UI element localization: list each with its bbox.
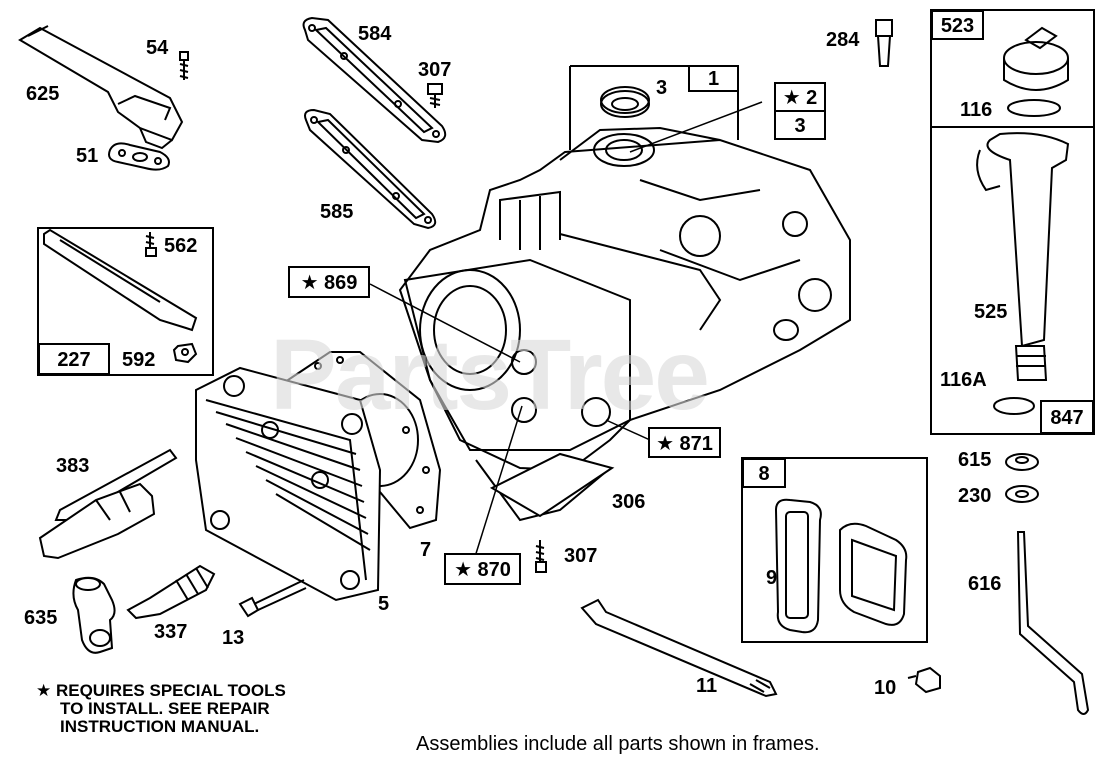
callout-5: 5 [378,593,390,615]
callout-615: 615 [958,449,992,471]
part-10-screw [907,666,941,694]
part-51-gasket [108,142,170,171]
callout-116a: 116A [940,369,987,391]
part-625-tube [18,25,184,150]
part-592-nut [172,342,198,364]
part-9-gasket [774,498,822,634]
callout-592: 592 [122,349,156,371]
part-5-cylinder-head [195,366,382,602]
callout-306: 306 [612,491,646,513]
frame-label-227: 227 [38,343,110,375]
part-breather-cover [839,522,908,626]
callout-307-bottom: 307 [564,545,598,567]
callout-54: 54 [146,37,169,59]
part-13-bolt [238,579,307,618]
part-284-fitting [875,19,893,67]
callout-11: 11 [696,675,718,697]
part-3-oil-seal [600,86,650,118]
special-tools-note-line2: TO INSTALL. SEE REPAIR [60,699,270,718]
part-562-bolt [145,232,157,257]
callout-584: 584 [358,23,392,45]
callout-116: 116 [960,99,993,121]
part-383-spark-plug-wrench [38,448,178,560]
frame-8 [741,457,928,643]
watermark: PartsTree [270,319,710,431]
part-307-screw-bottom [535,540,547,573]
part-11-rod [580,598,778,698]
callout-230: 230 [958,485,992,507]
part-635-spark-plug-boot [72,576,116,654]
callout-10: 10 [874,677,897,699]
part-116-o-ring [1007,99,1061,117]
part-337-spark-plug [126,564,216,620]
callout-870: ★ 870 [444,553,521,585]
part-54-screw [179,51,189,80]
frame-label-2: ★ 2 [774,82,826,112]
footer-caption: Assemblies include all parts shown in fr… [416,733,820,755]
frame-label-523: 523 [931,10,984,40]
callout-9: 9 [766,567,778,589]
callout-284: 284 [826,29,860,51]
callout-3-seal: 3 [656,77,668,99]
part-governor-lever [43,228,198,332]
callout-13: 13 [222,627,245,649]
callout-7: 7 [420,539,432,561]
part-615-nut [1005,453,1039,471]
callout-869: ★ 869 [288,266,370,298]
callout-871: ★ 871 [648,427,721,458]
special-tools-note-line3: INSTRUCTION MANUAL. [60,717,260,736]
special-tools-note-line1: ★ REQUIRES SPECIAL TOOLS [36,681,286,700]
part-523-cap [1003,26,1069,91]
leader-lines [369,101,763,561]
frame-dipstick [930,9,1095,435]
callout-616: 616 [968,573,1002,595]
part-585-gasket [304,108,437,230]
callout-307-top: 307 [418,59,452,81]
frame-label-847: 847 [1040,400,1094,434]
part-116a-o-ring [993,345,1048,415]
callout-337: 337 [154,621,188,643]
callout-525: 525 [974,301,1008,323]
callout-635: 635 [24,607,58,629]
part-584-gasket [302,16,447,144]
callout-625: 625 [26,83,60,105]
callout-383: 383 [56,455,90,477]
part-306-gasket [489,452,615,518]
callout-51: 51 [76,145,99,167]
frame-label-1: 1 [688,65,739,92]
callout-562: 562 [164,235,198,257]
part-525-tube [976,132,1070,348]
frame-label-3: 3 [774,110,826,140]
part-230-washer [1005,485,1039,503]
part-616-governor-rod [1016,531,1090,715]
frame-label-8: 8 [742,458,786,488]
callout-585: 585 [320,201,354,223]
part-307-screw-top [427,83,443,108]
frame-227 [37,227,214,376]
